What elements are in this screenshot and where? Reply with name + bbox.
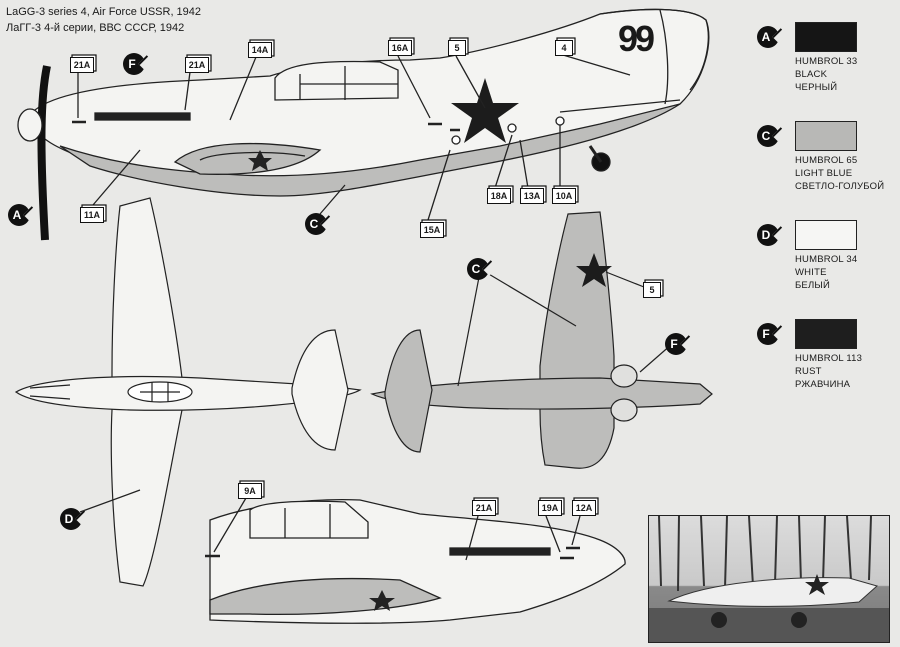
- legend-letter: F: [762, 327, 770, 341]
- paint-callout: F: [665, 333, 687, 355]
- legend-text: РЖАВЧИНА: [795, 379, 851, 390]
- legend-text: WHITE: [795, 267, 827, 278]
- part-tag: 5: [643, 282, 661, 298]
- part-tag: 21A: [185, 57, 209, 73]
- part-tag: 19A: [538, 500, 562, 516]
- color-swatch: [795, 220, 857, 250]
- paint-callout-letter: F: [670, 337, 678, 351]
- color-swatch: [795, 121, 857, 151]
- legend-callout: F: [757, 323, 779, 345]
- part-tag: 16A: [388, 40, 412, 56]
- top-view: [14, 197, 362, 587]
- legend-callout: D: [757, 224, 779, 246]
- aircraft-number: 99: [618, 18, 655, 59]
- legend-text: HUMBROL 33: [795, 56, 858, 67]
- legend-text: СВЕТЛО-ГОЛУБОЙ: [795, 181, 885, 192]
- reference-photo: [648, 515, 890, 643]
- legend-callout: C: [757, 125, 779, 147]
- part-tag: 4: [555, 40, 573, 56]
- legend-text: LIGHT BLUE: [795, 168, 853, 179]
- legend-callout: A: [757, 26, 779, 48]
- paint-callout: C: [305, 213, 327, 235]
- bottom-view: [370, 211, 713, 469]
- paint-callout: C: [467, 258, 489, 280]
- legend-text: RUST: [795, 366, 822, 377]
- part-tag: 9A: [238, 483, 262, 499]
- legend-text: ЧЕРНЫЙ: [795, 82, 838, 93]
- legend-text: HUMBROL 113: [795, 353, 863, 364]
- legend-letter: D: [761, 228, 771, 242]
- paint-callout: A: [8, 204, 30, 226]
- color-swatch: [795, 22, 857, 52]
- part-tag: 15A: [420, 222, 444, 238]
- part-tag: 10A: [552, 188, 576, 204]
- part-tag: 18A: [487, 188, 511, 204]
- legend-letter: C: [761, 129, 771, 143]
- paint-callout-letter: D: [64, 512, 74, 526]
- paint-callout-letter: F: [128, 57, 136, 71]
- paint-callout-letter: C: [309, 217, 319, 231]
- legend-text: HUMBROL 65: [795, 155, 858, 166]
- part-tag: 21A: [70, 57, 94, 73]
- color-swatch: [795, 319, 857, 349]
- legend-text: HUMBROL 34: [795, 254, 858, 265]
- detail-view: [79, 489, 626, 624]
- part-tag: 5: [448, 40, 466, 56]
- part-tag: 14A: [248, 42, 272, 58]
- part-tag: 21A: [472, 500, 496, 516]
- legend-text: БЕЛЫЙ: [795, 280, 831, 291]
- photo-scene: [649, 516, 889, 642]
- paint-callout: F: [123, 53, 145, 75]
- part-tag: 11A: [80, 207, 104, 223]
- paint-callout-letter: A: [12, 208, 22, 222]
- title-russian: ЛаГГ-3 4-й серии, ВВС СССР, 1942: [6, 22, 185, 34]
- paint-callout: D: [60, 508, 82, 530]
- side-view: [17, 8, 710, 241]
- legend-letter: A: [761, 30, 771, 44]
- paint-callout-letter: C: [471, 262, 481, 276]
- part-tag: 12A: [572, 500, 596, 516]
- legend-text: BLACK: [795, 69, 828, 80]
- title-english: LaGG-3 series 4, Air Force USSR, 1942: [6, 6, 202, 18]
- part-tag: 13A: [520, 188, 544, 204]
